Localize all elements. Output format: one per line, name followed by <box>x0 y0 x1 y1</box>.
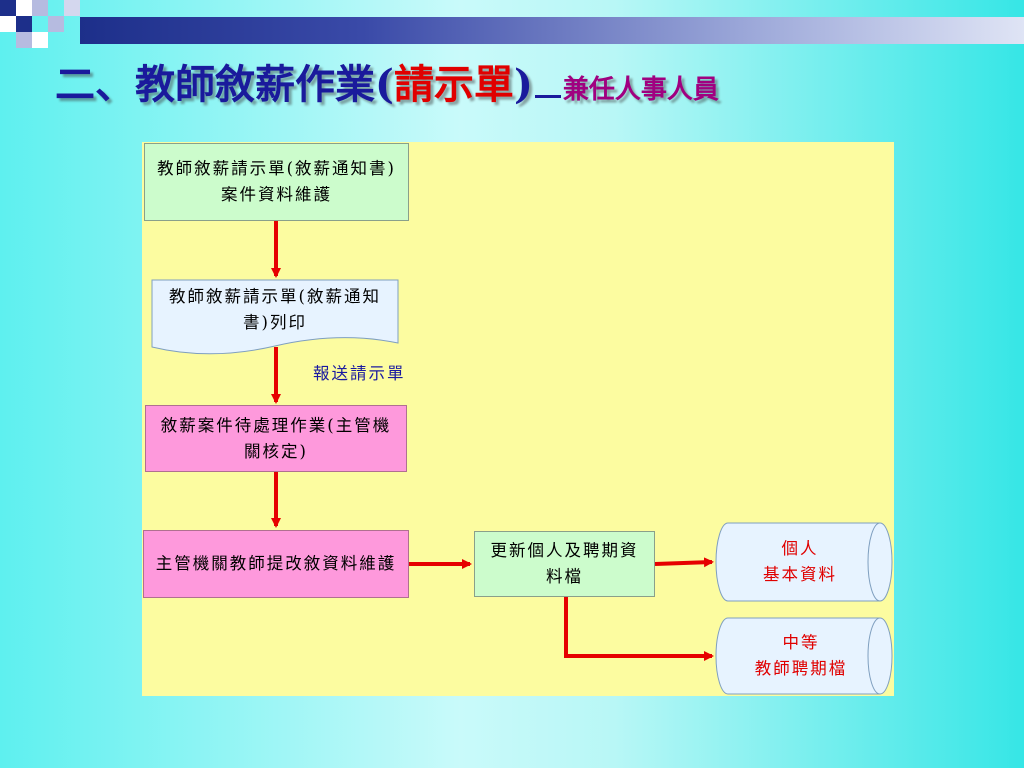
arrow-update-to-appointment <box>564 597 714 661</box>
decoration-square <box>0 0 16 16</box>
node-print-notice-text: 教師敘薪請示單(敘薪通知書)列印 <box>169 287 381 332</box>
decoration-square <box>48 16 64 32</box>
title-underscore <box>534 95 561 98</box>
node-pending-process-text: 敘薪案件待處理作業(主管機關核定) <box>160 415 392 461</box>
appointment-file-text: 中等 教師聘期檔 <box>728 630 874 682</box>
node-authority-maintain-text: 主管機關教師提改敘資料維護 <box>155 554 397 573</box>
personal-basic-line2: 基本資料 <box>763 565 837 584</box>
decoration-square <box>64 0 80 16</box>
send-request-label: 報送請示單 <box>313 364 406 383</box>
personal-basic-text: 個人 基本資料 <box>730 536 870 588</box>
node-maintain-notice: 教師敘薪請示單(敘薪通知書)案件資料維護 <box>144 143 409 221</box>
title-sub: 兼任人事人員 <box>562 75 719 105</box>
decoration-square <box>32 0 48 16</box>
decoration-square <box>16 0 32 16</box>
node-update-files: 更新個人及聘期資料檔 <box>474 531 655 597</box>
appointment-file-line2: 教師聘期檔 <box>754 659 848 678</box>
decoration-square <box>16 32 32 48</box>
node-authority-maintain: 主管機關教師提改敘資料維護 <box>143 530 409 598</box>
appointment-file-line1: 中等 <box>782 633 820 652</box>
personal-basic-line1: 個人 <box>781 539 819 558</box>
decoration-square <box>16 16 32 32</box>
title-decoration-bar <box>80 17 1024 44</box>
node-print-notice: 教師敘薪請示單(敘薪通知書)列印 <box>156 282 394 338</box>
node-maintain-notice-text: 教師敘薪請示單(敘薪通知書)案件資料維護 <box>157 159 396 204</box>
title-paren-open: ( <box>375 61 394 108</box>
title-paren-close: ) <box>513 61 533 108</box>
page-title: 二、教師敘薪作業(請示單) 兼任人事人員 <box>55 52 719 110</box>
decoration-square <box>0 16 16 32</box>
title-main: 二、教師敘薪作業 <box>55 61 375 108</box>
node-update-files-text: 更新個人及聘期資料檔 <box>490 541 639 586</box>
appointment-file-cylinder <box>715 617 893 695</box>
decoration-square <box>32 32 48 48</box>
arrow-update-to-personal <box>654 557 714 568</box>
personal-basic-cylinder <box>715 522 893 602</box>
title-paren-text: 請示單 <box>393 61 514 108</box>
print-document-shape <box>151 279 399 355</box>
node-pending-process: 敘薪案件待處理作業(主管機關核定) <box>145 405 407 472</box>
